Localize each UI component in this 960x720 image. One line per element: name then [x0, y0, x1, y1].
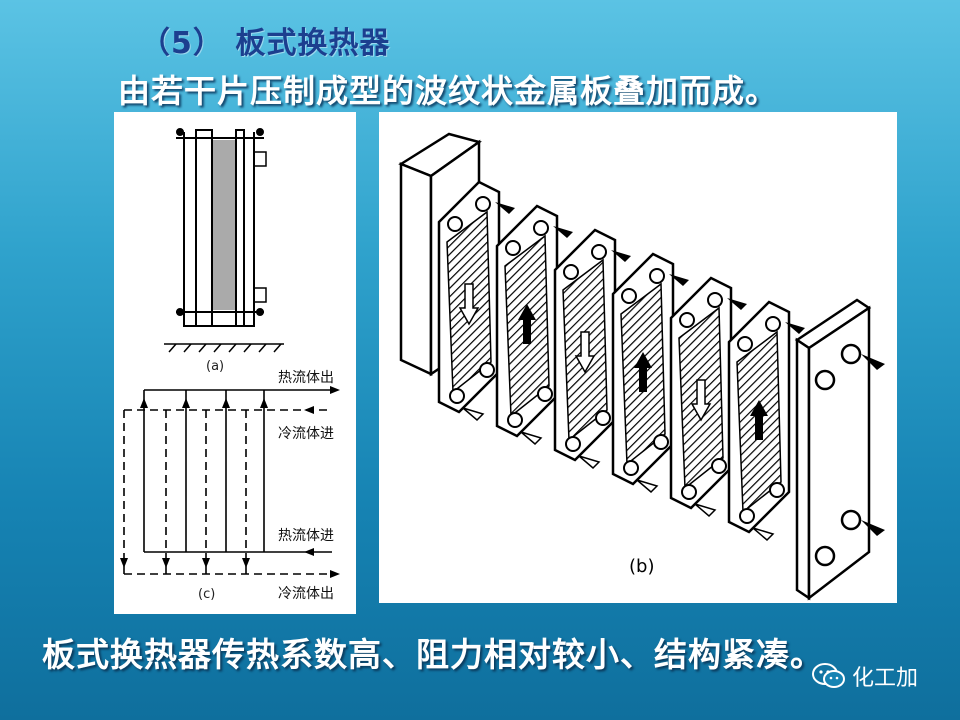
port-hole [565, 436, 581, 452]
flow-direction-arrow [458, 283, 480, 326]
port-hole [653, 434, 669, 450]
port-hole [475, 196, 491, 212]
port-hole [707, 292, 723, 308]
label-hot-out: 热流体出 [278, 370, 334, 386]
figure-panel-right: (b) [379, 112, 897, 603]
port-hole [595, 410, 611, 426]
heat-transfer-plate [669, 276, 747, 518]
port-hole [679, 312, 695, 328]
port-hole [765, 316, 781, 332]
port-hole [623, 460, 639, 476]
port-flow-arrow [462, 407, 485, 422]
label-b: (b) [629, 556, 654, 577]
port-hole [449, 388, 465, 404]
pressure-plate-arrows [861, 354, 885, 536]
figure-a-c: (a) [120, 128, 340, 602]
port-flow-arrow [520, 431, 543, 446]
port-hole [711, 458, 727, 474]
slide-caption: 板式换热器传热系数高、阻力相对较小、结构紧凑。 [42, 635, 824, 674]
port-hole [563, 264, 579, 280]
watermark: 化工加 [812, 660, 918, 692]
figure-panel-left: (a) [114, 112, 356, 614]
port-hole [537, 386, 553, 402]
port-hole [591, 244, 607, 260]
port-flow-arrow [611, 250, 631, 262]
port-hole [505, 240, 521, 256]
watermark-text: 化工加 [852, 666, 919, 691]
flow-direction-arrow [750, 400, 768, 440]
port-hole [739, 508, 755, 524]
port-flow-arrow [553, 226, 573, 238]
port-hole [447, 216, 463, 232]
figure-b: (b) [398, 132, 885, 601]
heat-transfer-plate [727, 300, 805, 542]
label-hot-in: 热流体进 [278, 528, 334, 544]
flow-direction-arrow [574, 331, 596, 374]
port-flow-arrow [636, 479, 659, 494]
slide-title: （5） 板式换热器 [140, 26, 391, 61]
port-hole [533, 220, 549, 236]
port-flow-arrow [752, 527, 775, 542]
port-flow-arrow [785, 322, 805, 334]
plate-stack-lines [213, 140, 235, 310]
port-flow-arrow [495, 202, 515, 214]
wechat-icon [812, 663, 845, 688]
label-c: (c) [198, 587, 215, 602]
port-hole [681, 484, 697, 500]
flow-direction-arrow [690, 379, 712, 422]
port-hole [479, 362, 495, 378]
slide-subtitle: 由若干片压制成型的波纹状金属板叠加而成。 [118, 72, 779, 110]
flow-arrowheads [120, 386, 340, 578]
port-flow-arrow [727, 298, 747, 310]
port-hole [507, 412, 523, 428]
flow-direction-arrow [518, 304, 536, 344]
port-hole [737, 336, 753, 352]
port-flow-arrow [578, 455, 601, 470]
label-cold-in: 冷流体进 [278, 426, 334, 442]
port-flow-arrow [694, 503, 717, 518]
label-cold-out: 冷流体出 [278, 586, 334, 602]
port-hole [649, 268, 665, 284]
ground-hatch [164, 343, 284, 353]
flow-diagram [123, 389, 332, 575]
flow-direction-arrow [634, 352, 652, 392]
port-hole [621, 288, 637, 304]
port-hole [769, 482, 785, 498]
pressure-plate [794, 298, 872, 601]
exchanger-side-view [176, 128, 267, 327]
corrugated-plates [437, 180, 805, 542]
label-a: (a) [206, 359, 224, 374]
heat-transfer-plate [553, 228, 631, 470]
port-flow-arrow [669, 274, 689, 286]
heat-transfer-plate [611, 252, 689, 494]
